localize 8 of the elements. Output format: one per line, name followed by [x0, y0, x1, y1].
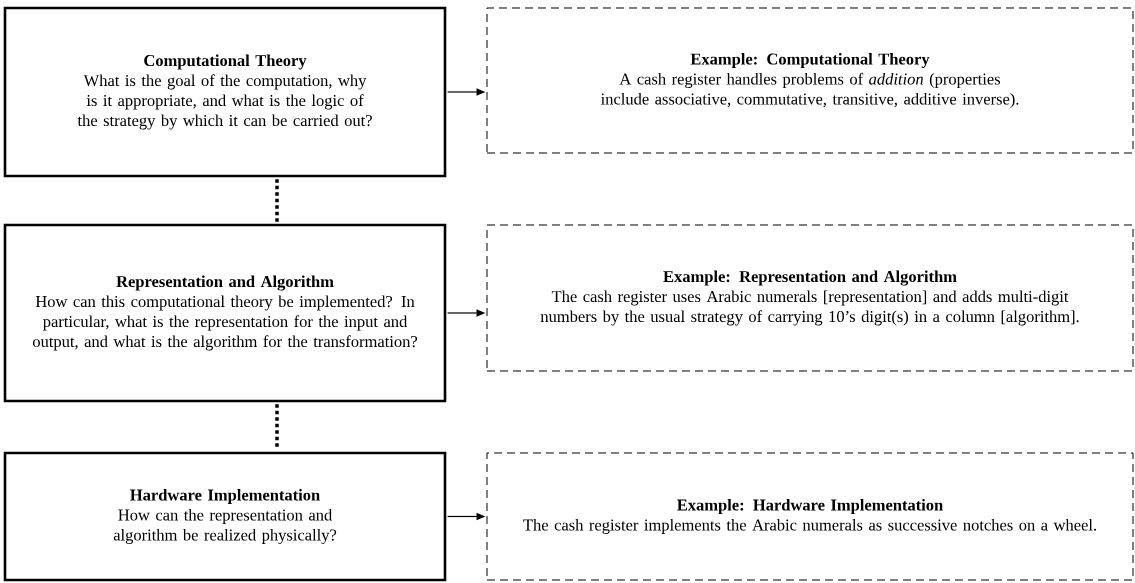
- dotted-connector: [275, 179, 279, 222]
- dotted-connector: [275, 404, 279, 450]
- level-box: Representation and Algorithm How can this computational theory be implemented? In particular, what is the representation for the input and output, and what is the algorithm for the transformation?: [3, 223, 447, 403]
- example-box: Example: Representation and Algorithm The cash register uses Arabic numerals [representation] and adds multi-digit numbers by the usual strategy of carrying 10’s digit(s) in a column [algorithm].: [486, 224, 1134, 372]
- level-box: Computational Theory What is the goal of the computation, why is it appropriate, and what is the logic of the strategy by which it can be carried out?: [3, 6, 447, 178]
- level-box: Hardware Implementation How can the representation and algorithm be realized physically?: [3, 451, 447, 582]
- example-box: Example: Hardware Implementation The cash register implements the Arabic numerals as successive notches on a wheel.: [486, 452, 1134, 581]
- example-box: Example: Computational Theory A cash register handles problems of addition (properties include associative, commutative, transitive, additive inverse).: [486, 7, 1134, 154]
